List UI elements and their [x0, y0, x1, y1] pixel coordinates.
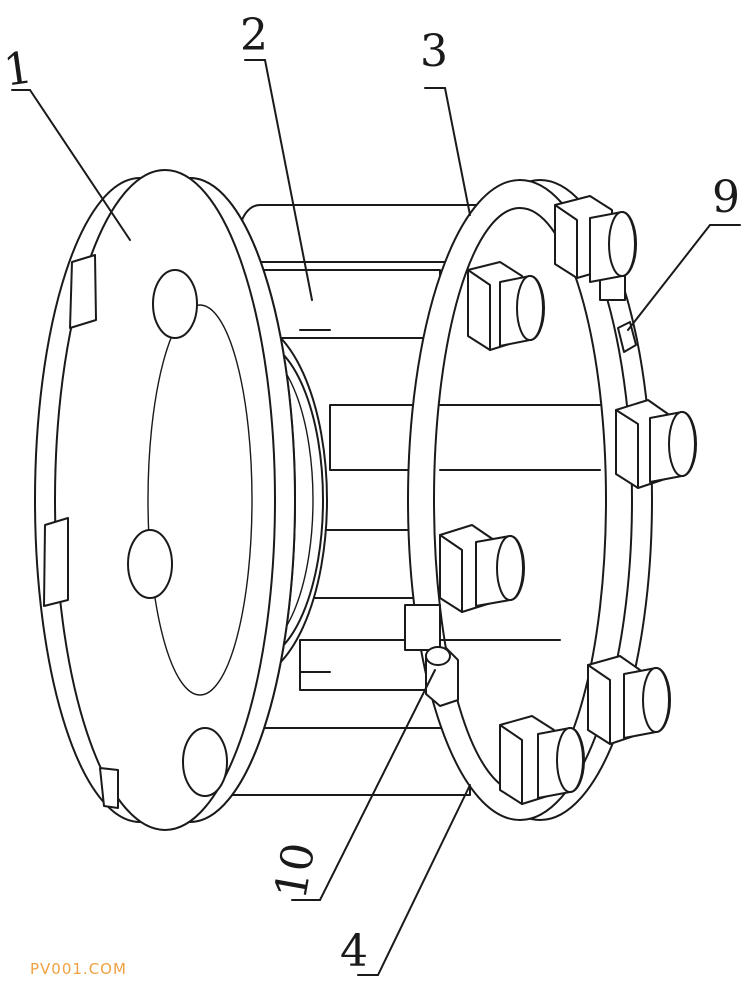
label-part-1: 1: [1, 42, 36, 96]
label-part-9: 9: [712, 172, 740, 223]
label-part-10: 10: [265, 839, 325, 903]
set-screw: [425, 646, 459, 707]
label-part-3: 3: [420, 26, 448, 77]
hex-bolt: [499, 715, 585, 805]
hex-bolt: [554, 195, 637, 283]
bolts: [425, 195, 697, 805]
label-part-4: 4: [340, 926, 368, 977]
leader-lines: [11, 59, 741, 976]
hex-bolt: [467, 261, 545, 351]
left-flange: [34, 169, 296, 831]
hex-bolt: [587, 655, 671, 745]
hex-bolt: [439, 524, 525, 613]
side-screw: [617, 321, 637, 353]
hex-bolt: [615, 399, 697, 489]
watermark: PV001.COM: [30, 960, 127, 978]
label-part-2: 2: [240, 10, 268, 61]
